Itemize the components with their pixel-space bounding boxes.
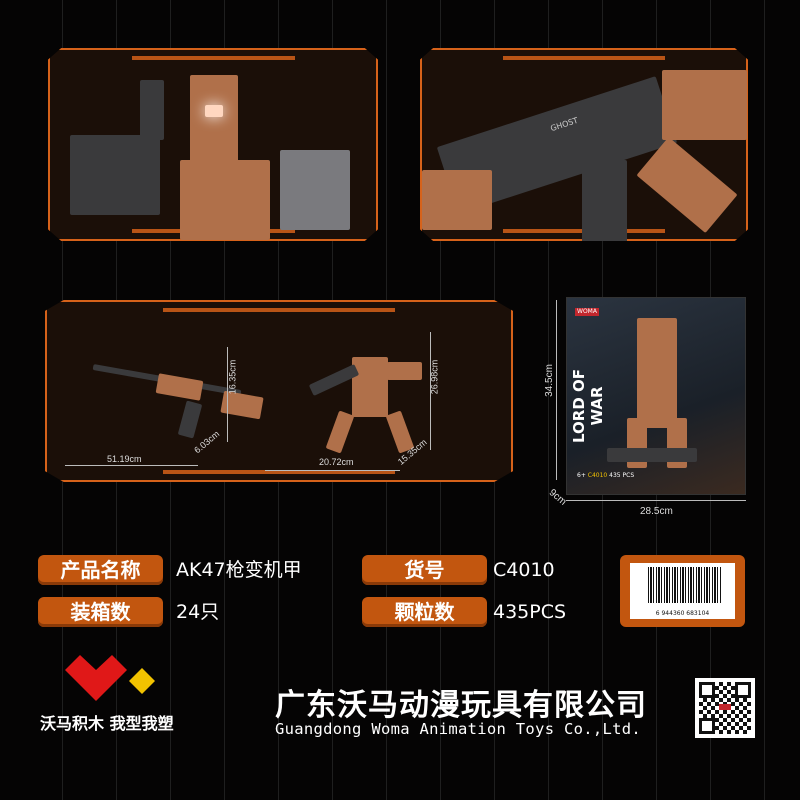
box-width: 28.5cm (640, 506, 673, 517)
woma-logo (60, 655, 160, 705)
robot-closeup-panel (48, 48, 378, 241)
rifle-height: 16.35cm (227, 359, 238, 395)
company-name-en: Guangdong Woma Animation Toys Co.,Ltd. (275, 720, 642, 738)
box-pieces: 435 PCS (609, 472, 635, 479)
spec-label-product-name: 产品名称 (38, 555, 163, 585)
barcode-number: 6 944360 683104 (655, 610, 710, 617)
rifle-length: 51.19cm (107, 454, 142, 464)
spec-value-carton-qty: 24只 (176, 601, 220, 623)
box-age: 6+ (577, 472, 586, 479)
brand-tagline: 沃马积木 我型我塑 (40, 714, 174, 733)
robot-height: 26.98cm (429, 359, 440, 395)
company-name-cn: 广东沃马动漫玩具有限公司 (275, 688, 647, 723)
box-title: LORD OF WAR (570, 369, 606, 443)
rifle-closeup-panel: GHOST (420, 48, 748, 241)
box-code: C4010 (587, 472, 608, 479)
rifle-depth: 6.03cm (192, 428, 222, 456)
box-height: 34.5cm (543, 364, 555, 397)
spec-value-pieces: 435PCS (493, 601, 567, 623)
dimensions-panel: 51.19cm 16.35cm 6.03cm 20.72cm 26.98cm 1… (45, 300, 513, 482)
spec-value-product-name: AK47枪变机甲 (176, 559, 302, 581)
spec-label-item-no: 货号 (362, 555, 487, 585)
robot-width: 20.72cm (319, 457, 354, 467)
product-box-image: WOMA LORD OF WAR 6+ C4010 435 PCS (566, 297, 746, 495)
spec-label-pieces: 颗粒数 (362, 597, 487, 627)
box-brand: WOMA (575, 308, 599, 316)
spec-value-item-no: C4010 (493, 559, 555, 581)
spec-label-carton-qty: 装箱数 (38, 597, 163, 627)
qr-code (695, 678, 755, 738)
barcode: 6 944360 683104 (620, 555, 745, 627)
